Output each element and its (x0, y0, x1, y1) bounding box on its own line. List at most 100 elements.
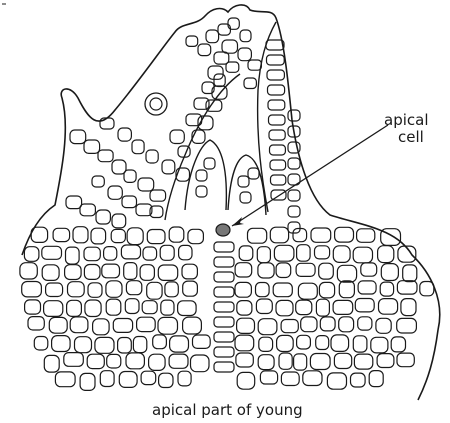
tissue-cell (170, 336, 189, 352)
tissue-cell (256, 299, 272, 314)
tissue-cell (44, 301, 63, 317)
tip-cell (240, 30, 251, 42)
tissue-cell (158, 317, 178, 334)
tip-cell (198, 44, 211, 56)
leader-line (232, 125, 388, 226)
tissue-cell (339, 281, 354, 298)
tissue-cell (111, 229, 125, 242)
tissue-cell (20, 263, 37, 279)
tissue-cell (147, 230, 165, 244)
tissue-cell (297, 245, 311, 262)
right-file-cell (269, 130, 285, 140)
tissue-cell (53, 228, 70, 241)
axial-cell (214, 317, 234, 327)
tissue-cell (331, 335, 349, 352)
right-file-cell (267, 70, 284, 80)
tissue-cell (354, 354, 372, 369)
tissue-cell (182, 264, 197, 279)
tissue-cell (237, 318, 255, 333)
tissue-cell (237, 372, 255, 389)
branch-cell (66, 196, 82, 209)
tip-cell (226, 62, 239, 72)
right-file-cell (288, 190, 300, 201)
tissue-cell (355, 299, 374, 312)
tissue-cell (118, 338, 132, 354)
right-file-cell (271, 190, 286, 200)
tissue-cell (235, 282, 251, 297)
tissue-cell (401, 299, 416, 316)
tissue-cell (334, 353, 351, 368)
tissue-cell (420, 282, 434, 296)
tissue-cell (351, 373, 366, 387)
tissue-cell (88, 283, 102, 298)
lobe-cell (238, 176, 249, 187)
tissue-cell (281, 320, 298, 333)
tissue-cell (153, 335, 167, 349)
tissue-cell (34, 337, 48, 351)
tissue-cell (357, 229, 375, 243)
branch-cell (192, 130, 205, 143)
tissue-cell (24, 247, 39, 262)
tissue-cell (297, 335, 311, 349)
tissue-cell (397, 281, 417, 294)
tissue-cell (235, 263, 252, 277)
tissue-cell (126, 281, 141, 295)
tissue-cell (358, 317, 372, 330)
lobe-cell (248, 168, 259, 179)
tissue-cell (333, 246, 350, 263)
tissue-cell (179, 245, 192, 259)
tissue-cell (22, 282, 42, 297)
tissue-cell (319, 263, 334, 279)
lobe-cell (196, 186, 207, 197)
tissue-cell (239, 246, 253, 261)
tissue-cell (102, 264, 120, 278)
branch-cell (112, 214, 126, 228)
right-file-cell (269, 115, 286, 125)
axial-cell (214, 347, 234, 357)
right-file-cell (271, 175, 286, 185)
right-file-cell (288, 206, 300, 217)
tissue-cell (126, 353, 144, 369)
tissue-cell (316, 336, 329, 350)
tissue-cell (159, 373, 173, 387)
tissue-cell (87, 354, 104, 368)
tissue-cell (141, 371, 156, 384)
tissue-cell (193, 335, 211, 348)
concentric-cell-inner (150, 98, 162, 110)
tissue-cell (143, 247, 157, 260)
tissue-cell (75, 337, 92, 353)
axial-cell (214, 242, 234, 252)
tissue-cell (106, 281, 122, 298)
tissue-cell (44, 355, 59, 372)
right-file-cell (288, 222, 300, 233)
branch-cell (138, 178, 154, 191)
tissue-cell (161, 300, 174, 315)
tissue-cell (113, 319, 132, 333)
tissue-cell (376, 318, 391, 333)
tissue-cell (379, 299, 398, 315)
tissue-cell (66, 247, 80, 264)
tissue-cell (296, 300, 312, 315)
tissue-cell (273, 283, 292, 297)
tissue-cell (104, 247, 117, 261)
tissue-cell (107, 354, 121, 368)
tissue-cell (67, 300, 82, 316)
tissue-cell (391, 337, 405, 352)
tissue-cell (149, 354, 166, 370)
axial-cell (214, 362, 234, 372)
axial-cell (214, 332, 234, 342)
figure-caption: apical part of young (152, 401, 303, 419)
tissue-cell (169, 227, 184, 242)
tissue-cell (298, 283, 317, 299)
tissue-cell (378, 246, 394, 263)
tissue-cell (311, 228, 331, 242)
tissue-cell (183, 317, 202, 334)
tissue-cell (80, 373, 95, 390)
tissue-cell (316, 299, 329, 316)
right-file-cell (288, 158, 300, 169)
tissue-cell (258, 319, 277, 335)
tissue-cell (353, 336, 367, 352)
tissue-cell (158, 265, 177, 280)
tissue-cell (260, 371, 277, 384)
